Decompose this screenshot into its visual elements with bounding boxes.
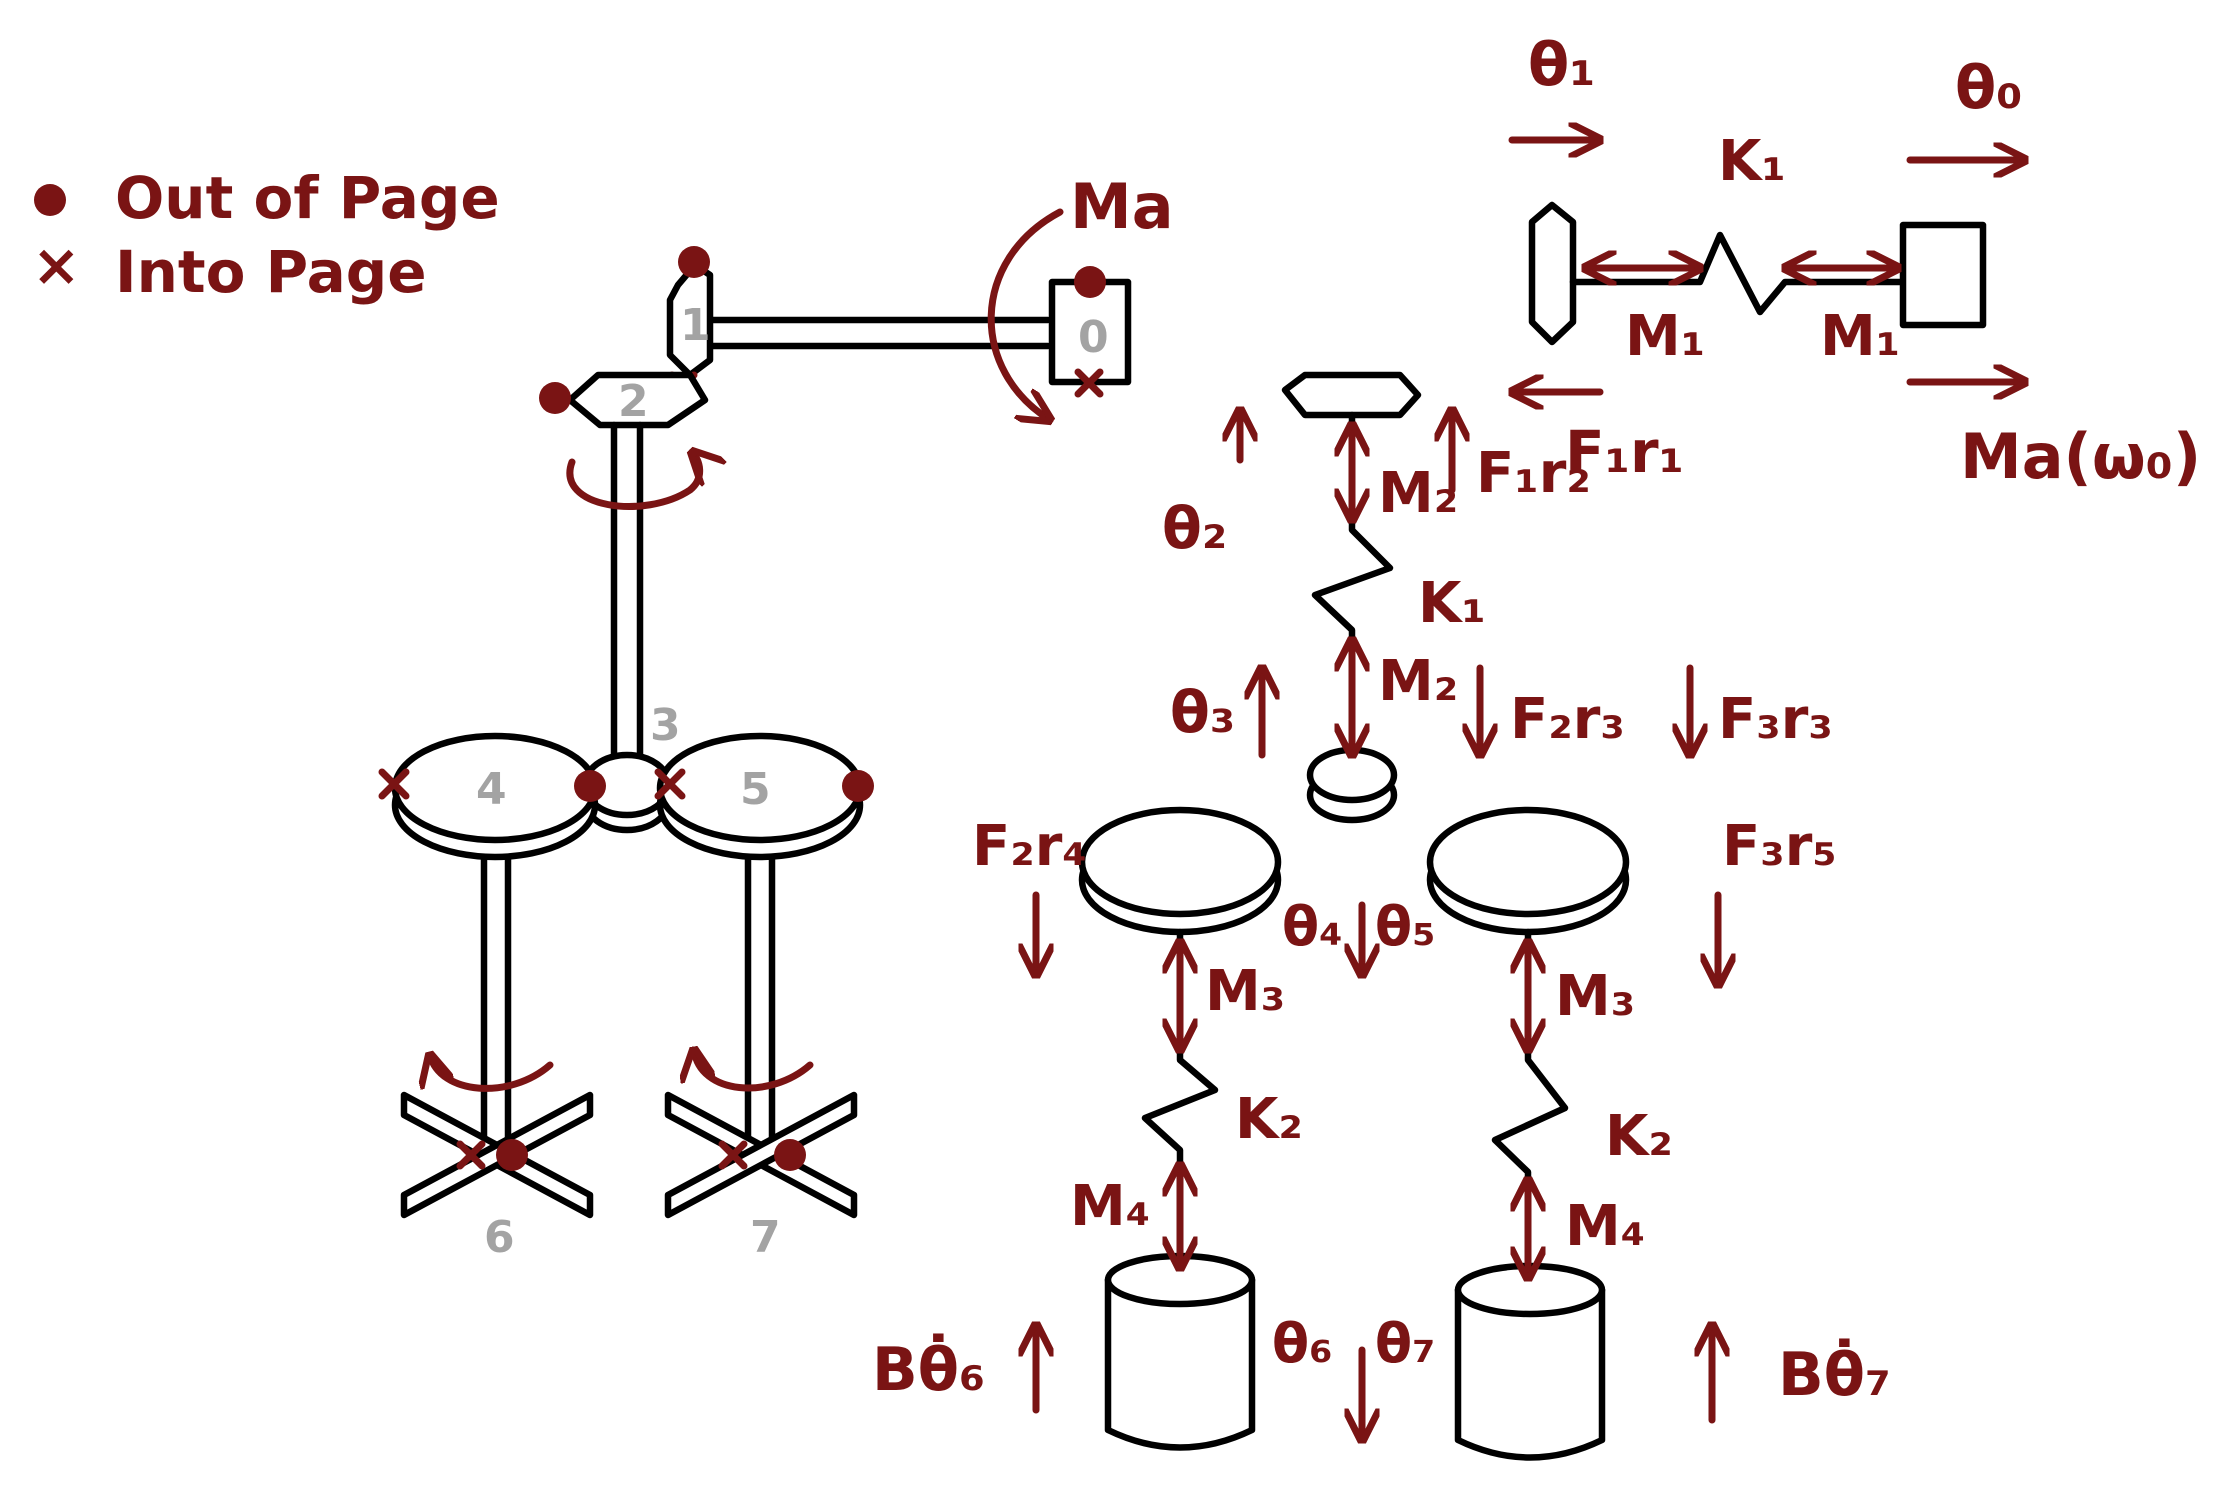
into-page-x-icon (654, 768, 686, 800)
into-page-x-icon (378, 768, 410, 800)
node-number-3: 3 (650, 700, 681, 751)
node-number-6: 6 (484, 1212, 515, 1263)
spring-k1-horizontal (1569, 231, 1907, 316)
gear-train-mechanism: 0 1 2 3 (378, 170, 1174, 1263)
label-m4-left: M₄ (1070, 1174, 1150, 1239)
label-f1r1: F₁r₁ (1565, 418, 1684, 486)
label-m2-bottom: M₂ (1378, 649, 1458, 714)
body-1-hexagon (1528, 201, 1577, 346)
out-of-page-dot-icon (842, 770, 874, 802)
gear-0: 0 (1048, 266, 1132, 398)
body-4-disc (1078, 806, 1282, 936)
node-number-4: 4 (476, 764, 507, 815)
label-m3-left: M₃ (1205, 959, 1285, 1024)
rotation-arrow-shaft (566, 452, 700, 510)
legend: Out of Page × Into Page (32, 164, 500, 306)
node-number-5: 5 (740, 764, 771, 815)
into-page-x-icon (456, 1140, 486, 1170)
node-number-1: 1 (680, 300, 711, 351)
label-theta7: θ₇ (1375, 1312, 1436, 1375)
node-number-7: 7 (750, 1212, 781, 1263)
label-k1-mid: K₁ (1418, 571, 1486, 636)
shaft-5-7 (744, 853, 776, 1154)
out-of-page-dot-icon (1074, 266, 1106, 298)
label-f3r3: F₃r₃ (1718, 687, 1833, 752)
fbd-shaft-2-3: θ₂ M₂ F₁r₂ K₁ M₂ θ₃ F₂r₃ F₃r₃ (1162, 371, 1833, 824)
shaft-1-0 (708, 316, 1052, 350)
rotation-arrow-6 (430, 1055, 554, 1092)
label-theta2: θ₂ (1162, 494, 1227, 562)
label-k2-left: K₂ (1235, 1087, 1303, 1152)
propeller-6: 6 (400, 1055, 594, 1263)
gear-5: 5 (654, 732, 874, 861)
body-7-cylinder (1454, 1262, 1606, 1461)
label-f1r2: F₁r₂ (1476, 441, 1591, 506)
gear-2: 2 (539, 371, 709, 429)
node-number-2: 2 (618, 376, 649, 427)
label-theta4: θ₄ (1282, 895, 1343, 958)
label-m3-right: M₃ (1555, 964, 1635, 1029)
into-page-x-icon (1074, 368, 1104, 398)
label-theta0: θ₀ (1955, 53, 2023, 123)
out-of-page-dot-icon (34, 184, 66, 216)
gear-4: 4 (378, 732, 606, 861)
label-theta3: θ₃ (1170, 678, 1235, 746)
label-f2r3: F₂r₃ (1510, 687, 1625, 752)
fbd-shafts-4-6-and-5-7: F₂r₄ F₃r₅ θ₄ θ₅ M₃ M₃ K₂ K₂ M₄ M₄ Bθ̇₆ θ… (872, 806, 1891, 1461)
label-theta5: θ₅ (1375, 895, 1436, 958)
legend-out-of-page: Out of Page (115, 164, 500, 232)
label-f3r5: F₃r₅ (1722, 814, 1837, 879)
shaft-4-6 (480, 853, 512, 1154)
label-m1-right: M₁ (1820, 304, 1900, 369)
body-3-disc (1306, 746, 1398, 824)
propeller-7: 7 (664, 1050, 858, 1263)
label-theta6: θ₆ (1272, 1312, 1333, 1375)
shaft-2-3 (610, 421, 644, 769)
fbd-shaft-1-0: θ₁ θ₀ K₁ M₁ M₁ Ma(ω₀) F₁r₁ (1508, 30, 2201, 493)
body-2-hexagon (1281, 371, 1422, 419)
body-6-cylinder (1104, 1252, 1256, 1451)
out-of-page-dot-icon (574, 770, 606, 802)
out-of-page-dot-icon (539, 382, 571, 414)
label-k1-top: K₁ (1718, 129, 1786, 194)
out-of-page-dot-icon (496, 1139, 528, 1171)
label-k2-right: K₂ (1605, 1104, 1673, 1169)
label-m2-top: M₂ (1378, 461, 1458, 526)
label-ma: Ma (1070, 170, 1174, 243)
body-5-disc (1426, 806, 1630, 936)
rotation-arrow-7 (694, 1050, 814, 1092)
moment-arc-ma (987, 208, 1064, 420)
label-theta1: θ₁ (1528, 30, 1596, 100)
into-page-x-icon (718, 1140, 748, 1170)
label-f2r4: F₂r₄ (972, 814, 1087, 879)
out-of-page-dot-icon (774, 1139, 806, 1171)
legend-into-page: Into Page (115, 238, 427, 306)
label-ma-omega0: Ma(ω₀) (1960, 420, 2201, 493)
label-m4-right: M₄ (1565, 1194, 1645, 1259)
out-of-page-dot-icon (678, 246, 710, 278)
node-number-0: 0 (1078, 312, 1109, 363)
into-page-x-icon: × (32, 231, 81, 299)
label-btheta6: Bθ̇₆ (872, 1333, 985, 1405)
label-m1-left: M₁ (1625, 304, 1705, 369)
label-btheta7: Bθ̇₇ (1778, 1338, 1891, 1410)
body-0-square (1899, 221, 1987, 329)
